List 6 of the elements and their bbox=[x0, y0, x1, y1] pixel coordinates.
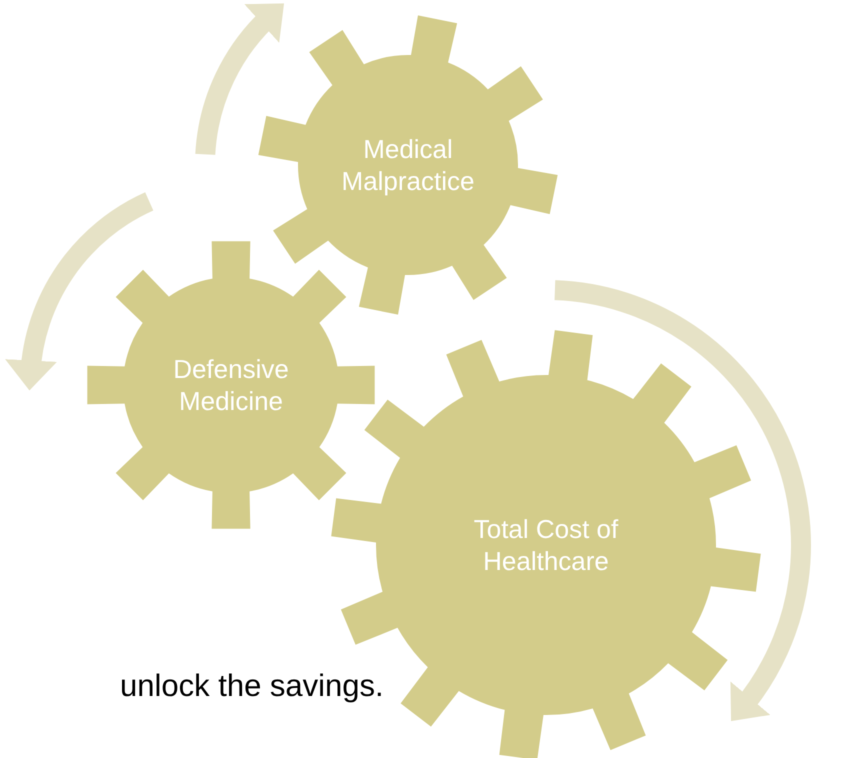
caption-text: unlock the savings. bbox=[120, 668, 384, 704]
gear-label: Defensive Medicine bbox=[172, 353, 290, 417]
gear-shape bbox=[258, 15, 558, 315]
gear-label: Total Cost of Healthcare bbox=[472, 513, 620, 577]
gear-shape bbox=[86, 240, 376, 530]
gear-label: Medical Malpractice bbox=[340, 133, 476, 197]
